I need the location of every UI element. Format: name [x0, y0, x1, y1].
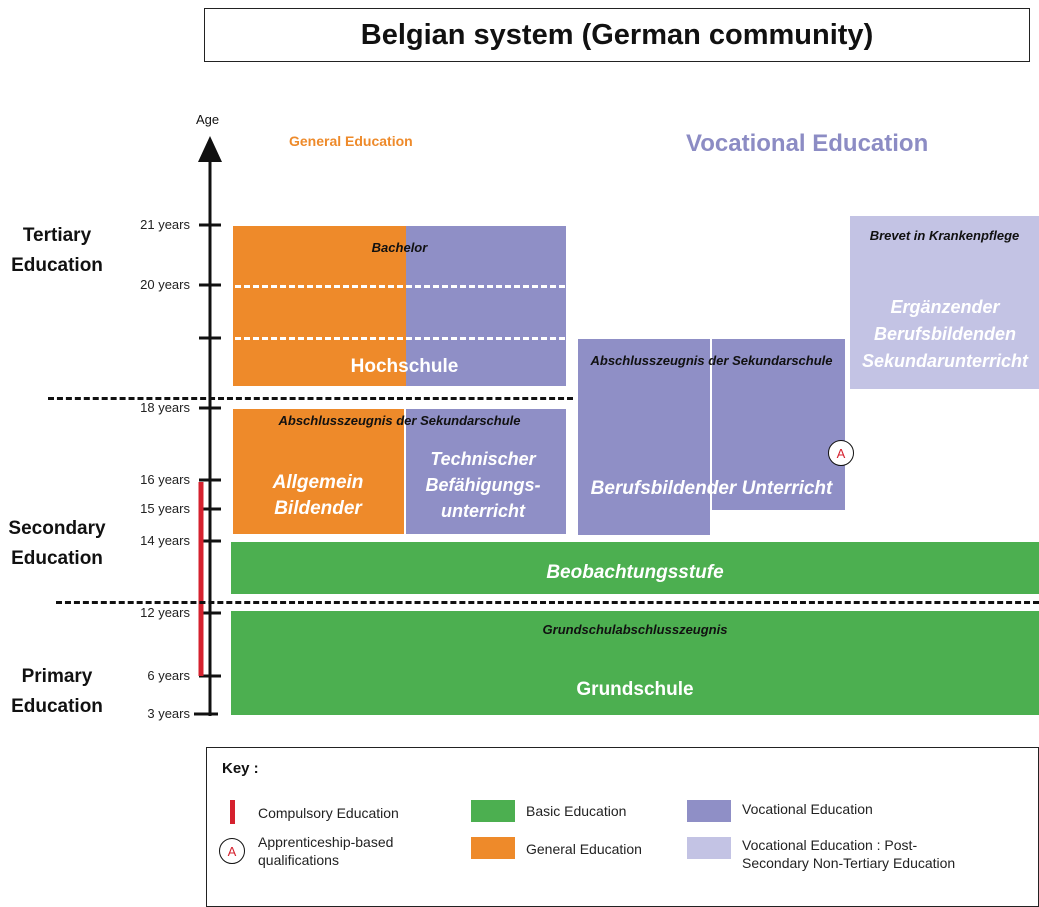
label-beobachtungsstufe: Beobachtungsstufe [546, 562, 724, 583]
key-basic-label: Basic Education [526, 803, 627, 819]
label-abschluss-vocational: Abschlusszeugnis der Sekundarschule [590, 353, 833, 368]
key-post-secondary-swatch [687, 837, 731, 859]
key-apprenticeship-icon: A [219, 838, 245, 864]
axis-label-age: Age [196, 112, 220, 127]
label-brevet-krankenpflege: Brevet in Krankenpflege [869, 228, 1020, 243]
label-bachelor: Bachelor [371, 240, 428, 255]
block-berufsbildender-right [712, 339, 845, 510]
block-berufsbildender-left [578, 339, 710, 535]
key-box [206, 747, 1039, 907]
label-hochschule: Hochschule [350, 356, 459, 377]
block-erganzender [850, 216, 1039, 389]
label-grundschulabschlusszeugnis: Grundschulabschlusszeugnis [542, 622, 728, 637]
key-basic-swatch [471, 800, 515, 822]
tick-12-years: 12 years [140, 605, 190, 620]
tick-14-years: 14 years [140, 533, 190, 548]
tick-3-years: 3 years [147, 706, 190, 721]
block-hochschule-vocational [406, 226, 566, 386]
key-general-swatch [471, 837, 515, 859]
key-apprenticeship-label: Apprenticeship-based qualifications [258, 834, 394, 868]
label-berufsbildender-unterricht: Berufsbildender Unterricht [590, 478, 833, 499]
block-grundschule [231, 611, 1039, 715]
tick-21-years: 21 years [140, 217, 190, 232]
level-tertiary: Tertiary Education [11, 225, 103, 276]
key-post-secondary-label: Vocational Education : Post-Secondary No… [742, 837, 956, 871]
tick-16-years: 16 years [140, 472, 190, 487]
key-general-label: General Education [526, 841, 642, 857]
block-beobachtungsstufe [231, 542, 1039, 594]
dashed-line-19-years [235, 337, 565, 340]
tick-20-years: 20 years [140, 277, 190, 292]
key-compulsory-swatch [230, 800, 235, 824]
dashed-line-20-years [235, 285, 565, 288]
key-vocational-swatch [687, 800, 731, 822]
header-general-education: General Education [289, 133, 413, 149]
block-hochschule-general [233, 226, 406, 386]
boundary-secondary-primary [56, 601, 1039, 604]
boundary-tertiary-secondary [48, 397, 573, 400]
key-title: Key : [222, 760, 259, 777]
block-allgemein-bildender [233, 409, 404, 534]
level-secondary: Secondary Education [8, 518, 106, 569]
label-grundschule: Grundschule [576, 679, 694, 700]
tick-6-years: 6 years [147, 668, 190, 683]
key-compulsory-label: Compulsory Education [258, 805, 399, 821]
block-technischer [406, 409, 566, 534]
key-vocational-label: Vocational Education [742, 801, 873, 817]
apprenticeship-marker: A [828, 440, 854, 466]
label-erganzender: Ergänzender Berufsbildenden Sekundarunte… [861, 297, 1029, 371]
tick-15-years: 15 years [140, 501, 190, 516]
level-primary: Primary Education [11, 666, 103, 717]
header-vocational-education: Vocational Education [686, 130, 929, 157]
age-axis-arrow [194, 136, 222, 716]
label-abschluss-general: Abschlusszeugnis der Sekundarschule [278, 413, 521, 428]
label-allgemein-bildender: Allgemein Bildender [272, 472, 364, 519]
diagram-title: Belgian system (German community) [204, 8, 1030, 62]
tick-18-years: 18 years [140, 400, 190, 415]
label-technischer: Technischer Befähigungs-unterricht [425, 449, 541, 521]
